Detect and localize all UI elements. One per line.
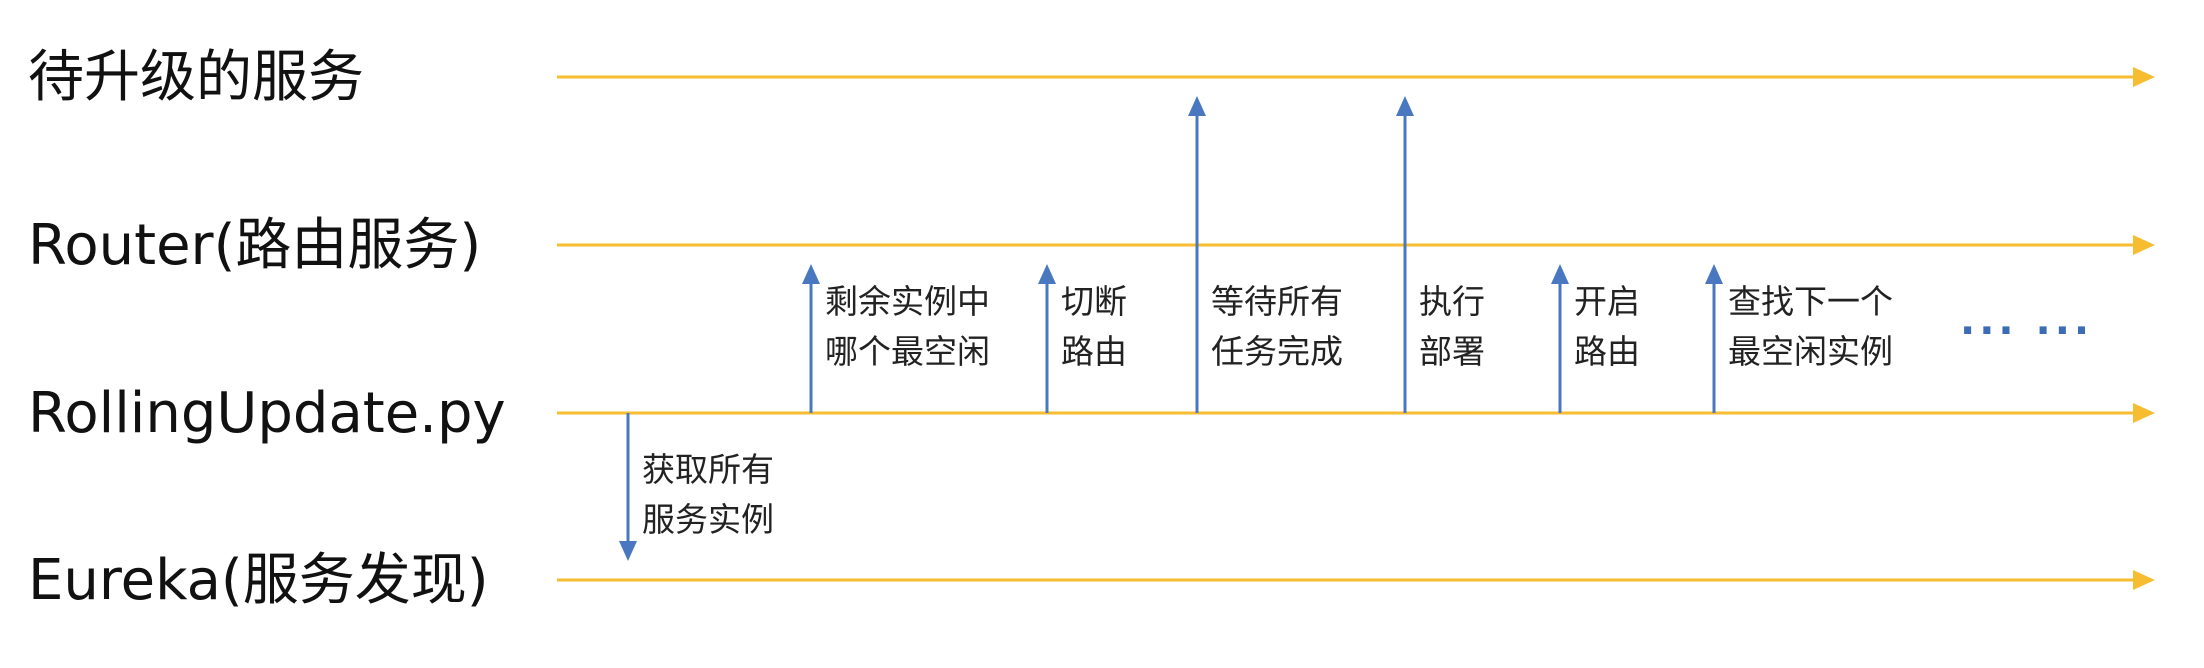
step-label-line: 服务实例: [642, 500, 774, 539]
steps-layer: 获取所有服务实例剩余实例中哪个最空闲切断路由等待所有任务完成执行部署开启路由查找…: [619, 96, 1893, 561]
step-arrowhead: [1188, 96, 1206, 116]
step-label-line: 剩余实例中: [825, 282, 990, 321]
step-label-line: 任务完成: [1211, 332, 1343, 371]
step-label-line: 路由: [1061, 332, 1127, 371]
step-label-line: 查找下一个: [1728, 282, 1893, 321]
step-label-line: 切断: [1061, 282, 1127, 321]
step-label-line: 等待所有: [1211, 282, 1343, 321]
step-label-line: 开启: [1574, 282, 1640, 321]
continuation-ellipsis: ··· ···: [1960, 308, 2093, 354]
step-label-line: 获取所有: [642, 450, 774, 489]
lane-arrowhead-service: [2133, 67, 2155, 87]
step-arrowhead: [1551, 264, 1569, 284]
lane-eureka: Eureka(服务发现): [28, 548, 2155, 613]
lane-rolling: RollingUpdate.py: [28, 381, 2155, 446]
lane-router: Router(路由服务): [28, 213, 2155, 278]
lane-label-eureka: Eureka(服务发现): [28, 548, 489, 613]
step-label-line: 部署: [1419, 332, 1485, 371]
lane-label-rolling: RollingUpdate.py: [28, 381, 506, 446]
step-label-line: 路由: [1574, 332, 1640, 371]
step-label-line: 哪个最空闲: [825, 332, 990, 371]
step-label-line: 执行: [1419, 282, 1485, 321]
lane-label-router: Router(路由服务): [28, 213, 481, 278]
step-label-line: 最空闲实例: [1728, 332, 1893, 371]
step-arrowhead: [1705, 264, 1723, 284]
lane-arrowhead-rolling: [2133, 403, 2155, 423]
step-arrowhead: [1038, 264, 1056, 284]
step-arrowhead: [619, 541, 637, 561]
step-arrowhead: [802, 264, 820, 284]
lane-service: 待升级的服务: [28, 45, 2155, 110]
lane-label-service: 待升级的服务: [28, 45, 364, 110]
step-arrowhead: [1396, 96, 1414, 116]
lane-arrowhead-eureka: [2133, 570, 2155, 590]
lanes-layer: 待升级的服务 Router(路由服务) RollingUpdate.pyEureka…: [28, 45, 2155, 613]
lane-arrowhead-router: [2133, 235, 2155, 255]
